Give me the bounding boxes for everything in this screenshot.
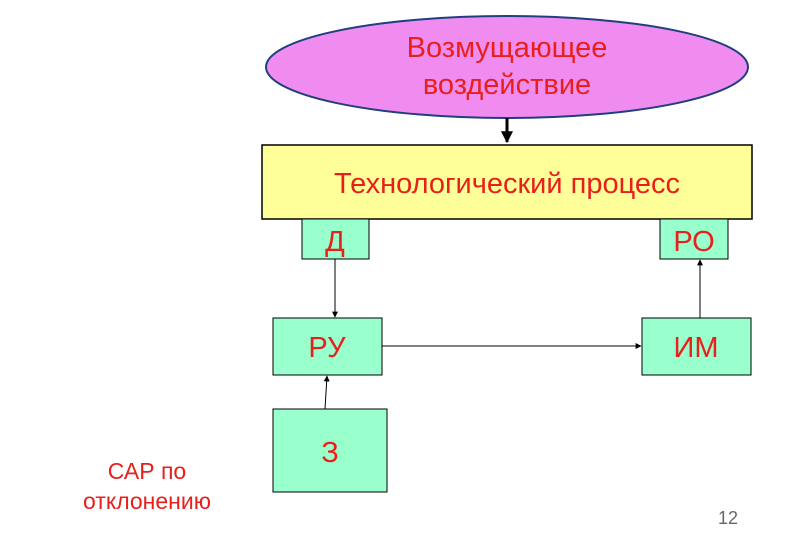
actuator-box [641,317,752,376]
actuator-node: ИМ [641,317,752,376]
page-number: 12 [717,508,739,528]
setpoint-node: З [272,408,388,493]
regulating-organ-label: РО [673,226,714,258]
regulating-organ-node: РО [659,218,729,260]
disturbance-node: Возмущающее воздействие [265,15,749,119]
diagram-caption: САР по отклонению [62,456,232,516]
regulator-label: РУ [308,332,346,364]
sensor-node: Д [301,218,370,260]
regulating-organ-box [659,218,729,260]
sensor-label: Д [325,226,345,258]
setpoint-box [272,408,388,493]
regulator-node: РУ [272,317,383,376]
setpoint-label: З [321,437,339,469]
caption-line1: САР по [107,458,187,484]
process-box [261,144,753,220]
process-node: Технологический процесс [261,144,753,220]
disturbance-label-line1: Возмущающее [407,32,608,64]
regulator-box [272,317,383,376]
process-label: Технологический процесс [334,168,680,200]
actuator-label: ИМ [673,332,718,364]
setpoint-to-regulator-arrow [323,375,330,410]
caption-line2: отклонению [83,488,211,514]
disturbance-label-line2: воздействие [423,69,591,101]
